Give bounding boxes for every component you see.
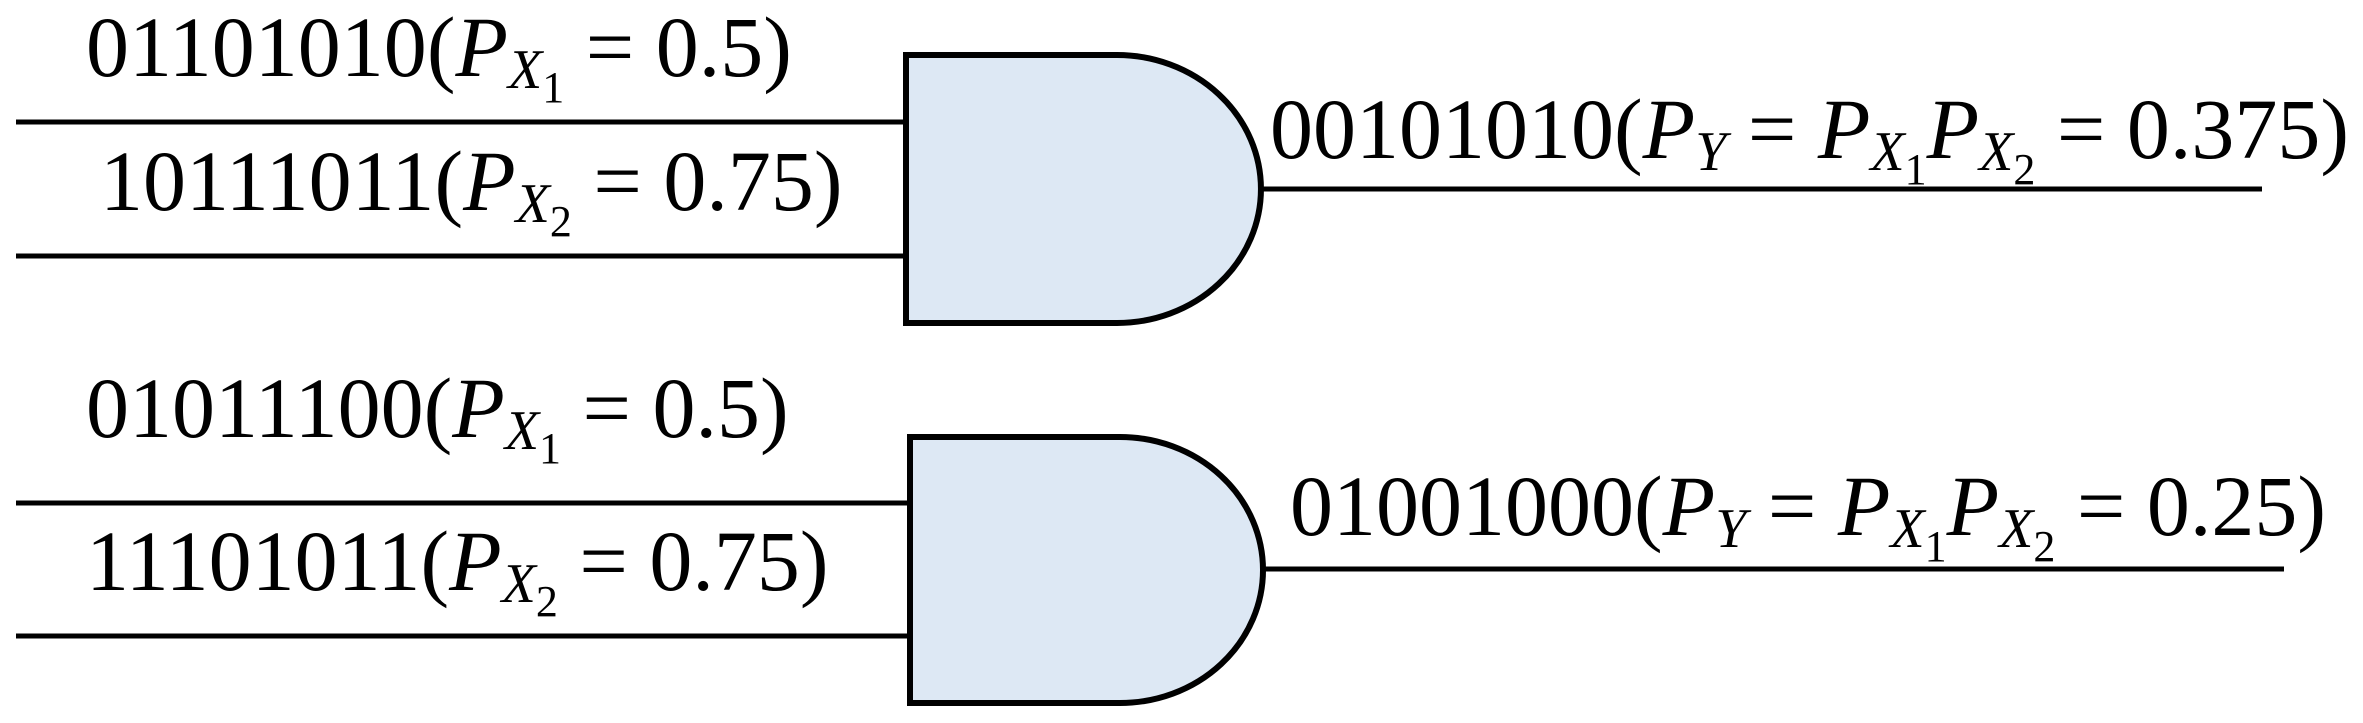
gate-2-output-label: 01001000(PY = PX1PX2 = 0.25) — [1290, 458, 2326, 571]
gate-1-and-gate-icon — [903, 52, 1264, 326]
gate-1-input-2-label: 10111011(PX2 = 0.75) — [100, 133, 842, 246]
gate-2-and-gate-icon — [907, 434, 1266, 706]
gate-2-input-1-label: 01011100(PX1 = 0.5) — [86, 360, 789, 473]
gate-1-group: 01101010(PX1 = 0.5) 10111011(PX2 = 0.75)… — [16, 0, 2349, 326]
gate-1-input-1-label: 01101010(PX1 = 0.5) — [86, 0, 792, 112]
gate-1-output-label: 00101010(PY = PX1PX2 = 0.375) — [1270, 81, 2349, 194]
gate-2-group: 01011100(PX1 = 0.5) 11101011(PX2 = 0.75)… — [16, 360, 2326, 706]
gate-2-input-2-label: 11101011(PX2 = 0.75) — [86, 513, 828, 626]
